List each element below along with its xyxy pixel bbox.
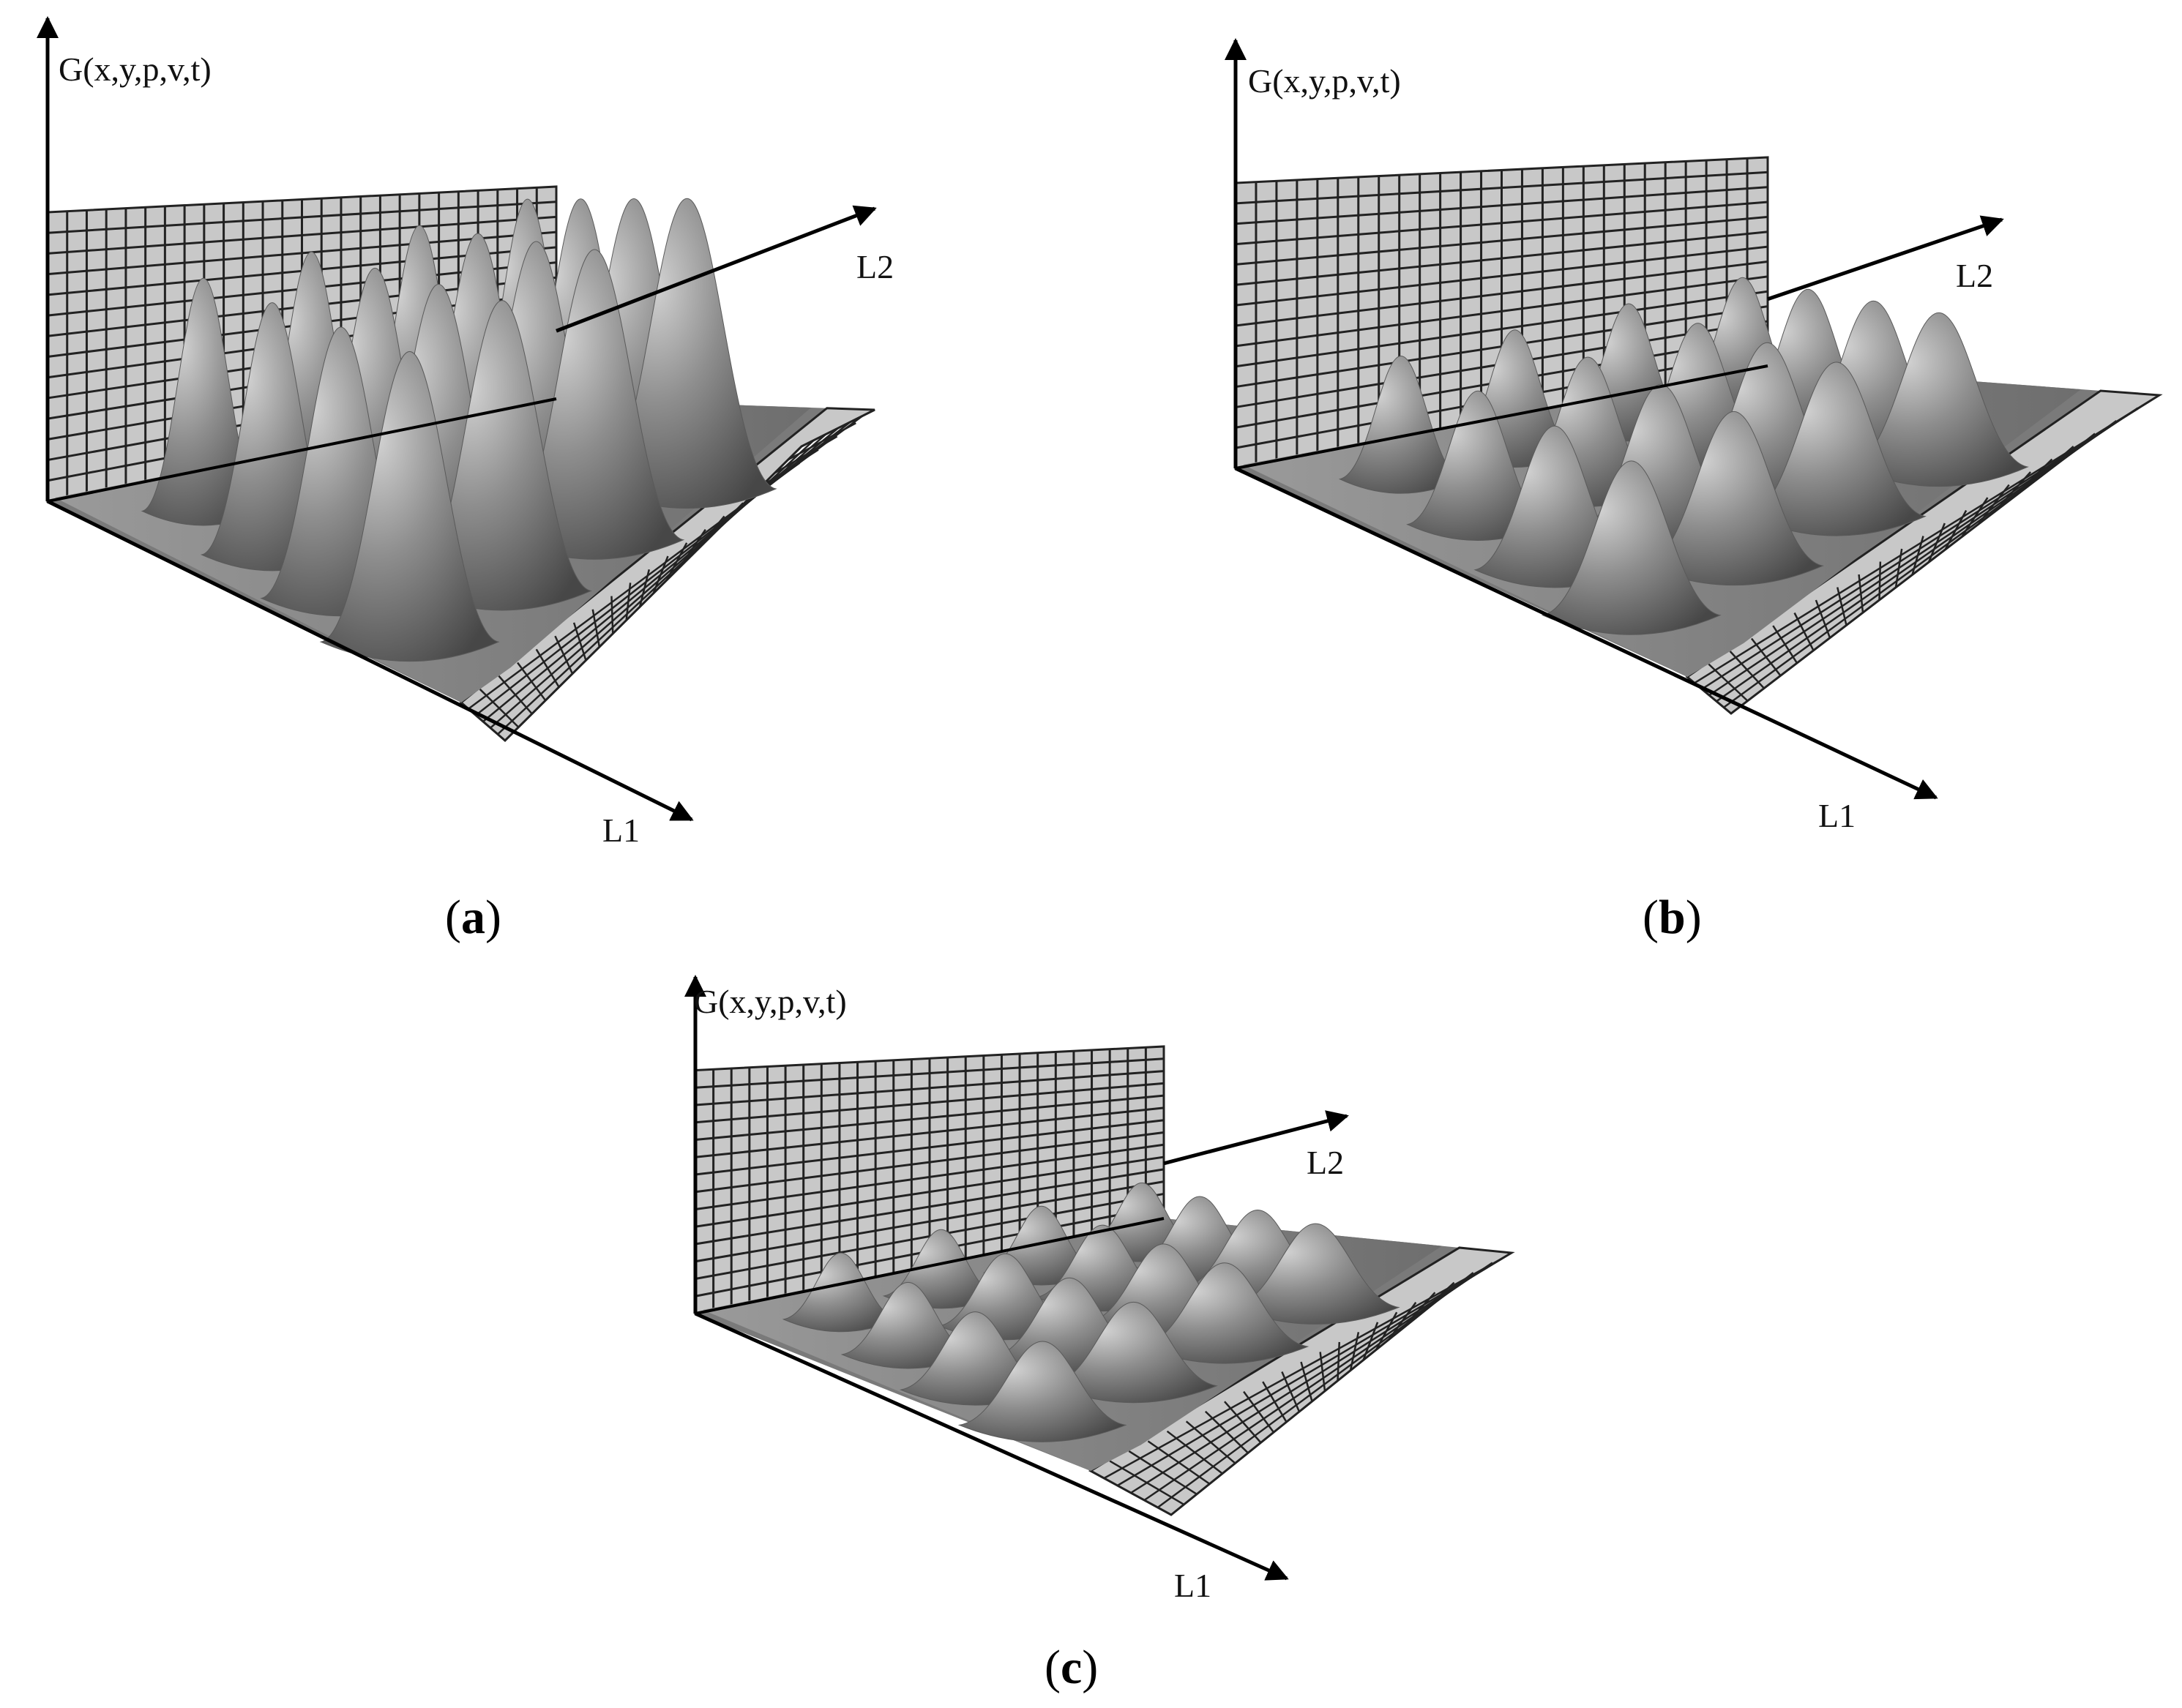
surface-peak [1541, 460, 1722, 635]
l2-axis-arrow [1163, 1110, 1349, 1166]
z-axis-label: G(x,y,p,v,t) [694, 983, 847, 1020]
surface-peak [1338, 355, 1464, 494]
caption-close: ) [485, 891, 501, 944]
floor-grid-line [1723, 428, 2105, 708]
axes [1225, 38, 2004, 800]
surface-peak [597, 198, 777, 509]
wall-grid-line [1235, 201, 1768, 246]
wall-grid-line [695, 1094, 1165, 1141]
floor-grid-line [1130, 1269, 1483, 1494]
l2-axis-arrow [1767, 215, 2004, 301]
l2-axis-label: L2 [856, 248, 894, 285]
wall-grid-line [1235, 231, 1768, 286]
surface-peak [957, 1341, 1127, 1442]
caption-b: (b) [1643, 891, 1702, 944]
surface-peak [411, 300, 593, 611]
wall-grid-line [1235, 245, 1768, 307]
l2-axis-label: L2 [1956, 257, 1993, 294]
caption-c: (c) [1045, 1641, 1098, 1694]
surface-peak [504, 249, 685, 560]
caption-close: ) [1686, 891, 1702, 944]
surface-peak [1406, 390, 1550, 541]
surface-peak [1848, 312, 2029, 487]
wall-grid-line [695, 1106, 1165, 1158]
floor-grid-line [482, 427, 839, 722]
l1-axis-label: L1 [1174, 1567, 1211, 1604]
wall-grid-line [1235, 171, 1768, 205]
surface-peaks [1243, 277, 2081, 677]
z-axis-label: G(x,y,p,v,t) [1248, 62, 1401, 100]
floor-grid-line [1143, 1275, 1473, 1502]
floor-grid-line [1157, 1281, 1464, 1509]
caption-letter: b [1659, 891, 1686, 944]
axes [37, 16, 877, 822]
wall-grid-line [695, 1192, 1165, 1280]
wall-grid-line [695, 1180, 1165, 1263]
floor-grid-line [1701, 408, 2138, 690]
l1-axis-arrow [1234, 466, 1938, 800]
surface-peak [1746, 362, 1927, 536]
wall-grid-line [695, 1131, 1165, 1194]
surface-peak [1140, 1262, 1309, 1364]
floor-grid-line [1117, 1263, 1492, 1487]
wall-grid-line [1235, 275, 1768, 348]
surface-peaks [703, 1182, 1442, 1471]
floor-grid-line [475, 421, 851, 716]
surface-peak [1049, 1301, 1218, 1404]
base-edge-line [47, 397, 557, 503]
floor-grid-line [1694, 401, 2149, 684]
z-axis-label: G(x,y,p,v,t) [59, 50, 212, 88]
wall-grid-line [1235, 290, 1768, 368]
panel-c: G(x,y,p,v,t) L2 L1 (c) [684, 975, 1515, 1694]
surface-peak [782, 1252, 900, 1333]
caption-open: ( [1045, 1641, 1061, 1694]
wall-grid-line [695, 1168, 1165, 1246]
base-edge-line [695, 1217, 1165, 1315]
l1-axis-arrow [694, 1311, 1289, 1581]
floor-grid-line [1708, 414, 2127, 697]
surface-peak [319, 351, 500, 662]
wall-grid-line [47, 215, 557, 255]
wall-grid-line [1235, 186, 1768, 225]
wall-grid-line [47, 201, 557, 234]
caption-letter: a [461, 891, 485, 944]
surface-peak [1230, 1223, 1400, 1325]
wall-grid-line [1235, 261, 1768, 327]
caption-open: ( [445, 891, 461, 944]
panel-a: G(x,y,p,v,t) L2 L1 (a) [37, 16, 894, 944]
l1-axis-label: L1 [1818, 797, 1856, 834]
caption-letter: c [1061, 1641, 1082, 1694]
caption-close: ) [1082, 1641, 1098, 1694]
wall-grid-line [695, 1082, 1165, 1124]
axes [684, 975, 1349, 1581]
l1-axis-label: L1 [602, 812, 640, 849]
wall-grid-line [695, 1070, 1165, 1106]
wall-grid-line [695, 1119, 1165, 1176]
wall-grid-line [695, 1155, 1165, 1228]
surface-peak [840, 1281, 976, 1369]
floor-grid-line [1103, 1257, 1503, 1480]
floor-grid-line [490, 433, 827, 729]
caption-a: (a) [445, 891, 501, 944]
surface-peaks [55, 198, 811, 703]
back-grid-wall [694, 1045, 1165, 1315]
surface-peak [1643, 411, 1824, 586]
panel-b: G(x,y,p,v,t) L2 L1 (b) [1225, 38, 2163, 944]
l2-axis-arrow [556, 205, 877, 333]
l1-axis-arrow [46, 499, 694, 822]
caption-open: ( [1643, 891, 1659, 944]
wall-grid-line [1235, 215, 1768, 266]
base-edge-line [1235, 364, 1768, 470]
wall-grid-line [695, 1057, 1165, 1089]
wall-grid-line [695, 1143, 1165, 1210]
l2-axis-label: L2 [1307, 1144, 1344, 1181]
